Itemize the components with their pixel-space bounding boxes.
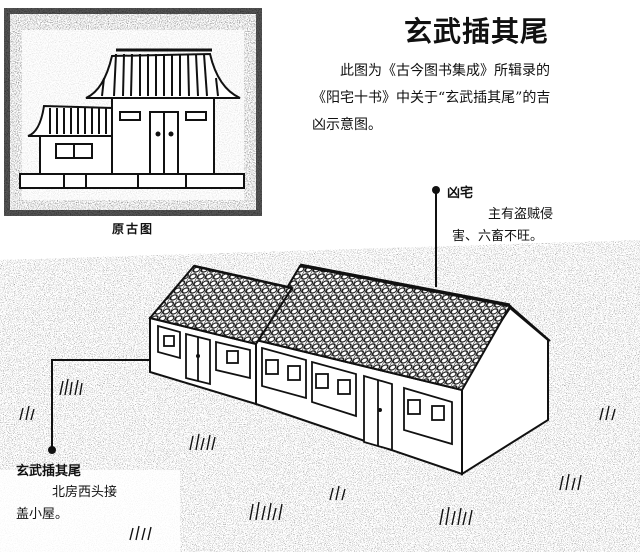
intro-line-3: 凶示意图。 xyxy=(312,117,382,133)
callout-xuanwu-line-2: 盖小屋。 xyxy=(16,507,69,522)
callout-xuanwu-text: 北房西头接 盖小屋。 xyxy=(16,482,146,526)
intro-line-1: 此图为《古今图书集成》所辑录的 xyxy=(312,58,632,85)
intro-line-1-text: 此图为《古今图书集成》所辑录的 xyxy=(340,63,550,79)
original-ancient-illustration xyxy=(4,8,262,216)
callout-xuanwu-title: 玄武插其尾 xyxy=(16,464,82,479)
callout-xuanwu-line-1-text: 北房西头接 xyxy=(52,485,118,500)
callout-ominous-house-text: 主有盗贼侵 害、六畜不旺。 xyxy=(452,204,602,248)
callout-ominous-house-line-2: 害、六畜不旺。 xyxy=(452,229,544,244)
intro-line-2: 《阳宅十书》中关于“玄武插其尾”的吉 xyxy=(312,90,551,106)
callout-ominous-house-line-1-text: 主有盗贼侵 xyxy=(488,207,554,222)
callout-ominous-house-line-1: 主有盗贼侵 xyxy=(452,204,602,226)
page-title: 玄武插其尾 xyxy=(404,15,550,48)
callout-xuanwu-line-1: 北房西头接 xyxy=(16,482,146,504)
house-perspective-illustration xyxy=(0,186,640,552)
callout-ominous-house-title: 凶宅 xyxy=(447,186,474,201)
original-image-caption: 原古图 xyxy=(112,222,155,236)
intro-paragraph: 此图为《古今图书集成》所辑录的 《阳宅十书》中关于“玄武插其尾”的吉 凶示意图。 xyxy=(312,58,632,139)
